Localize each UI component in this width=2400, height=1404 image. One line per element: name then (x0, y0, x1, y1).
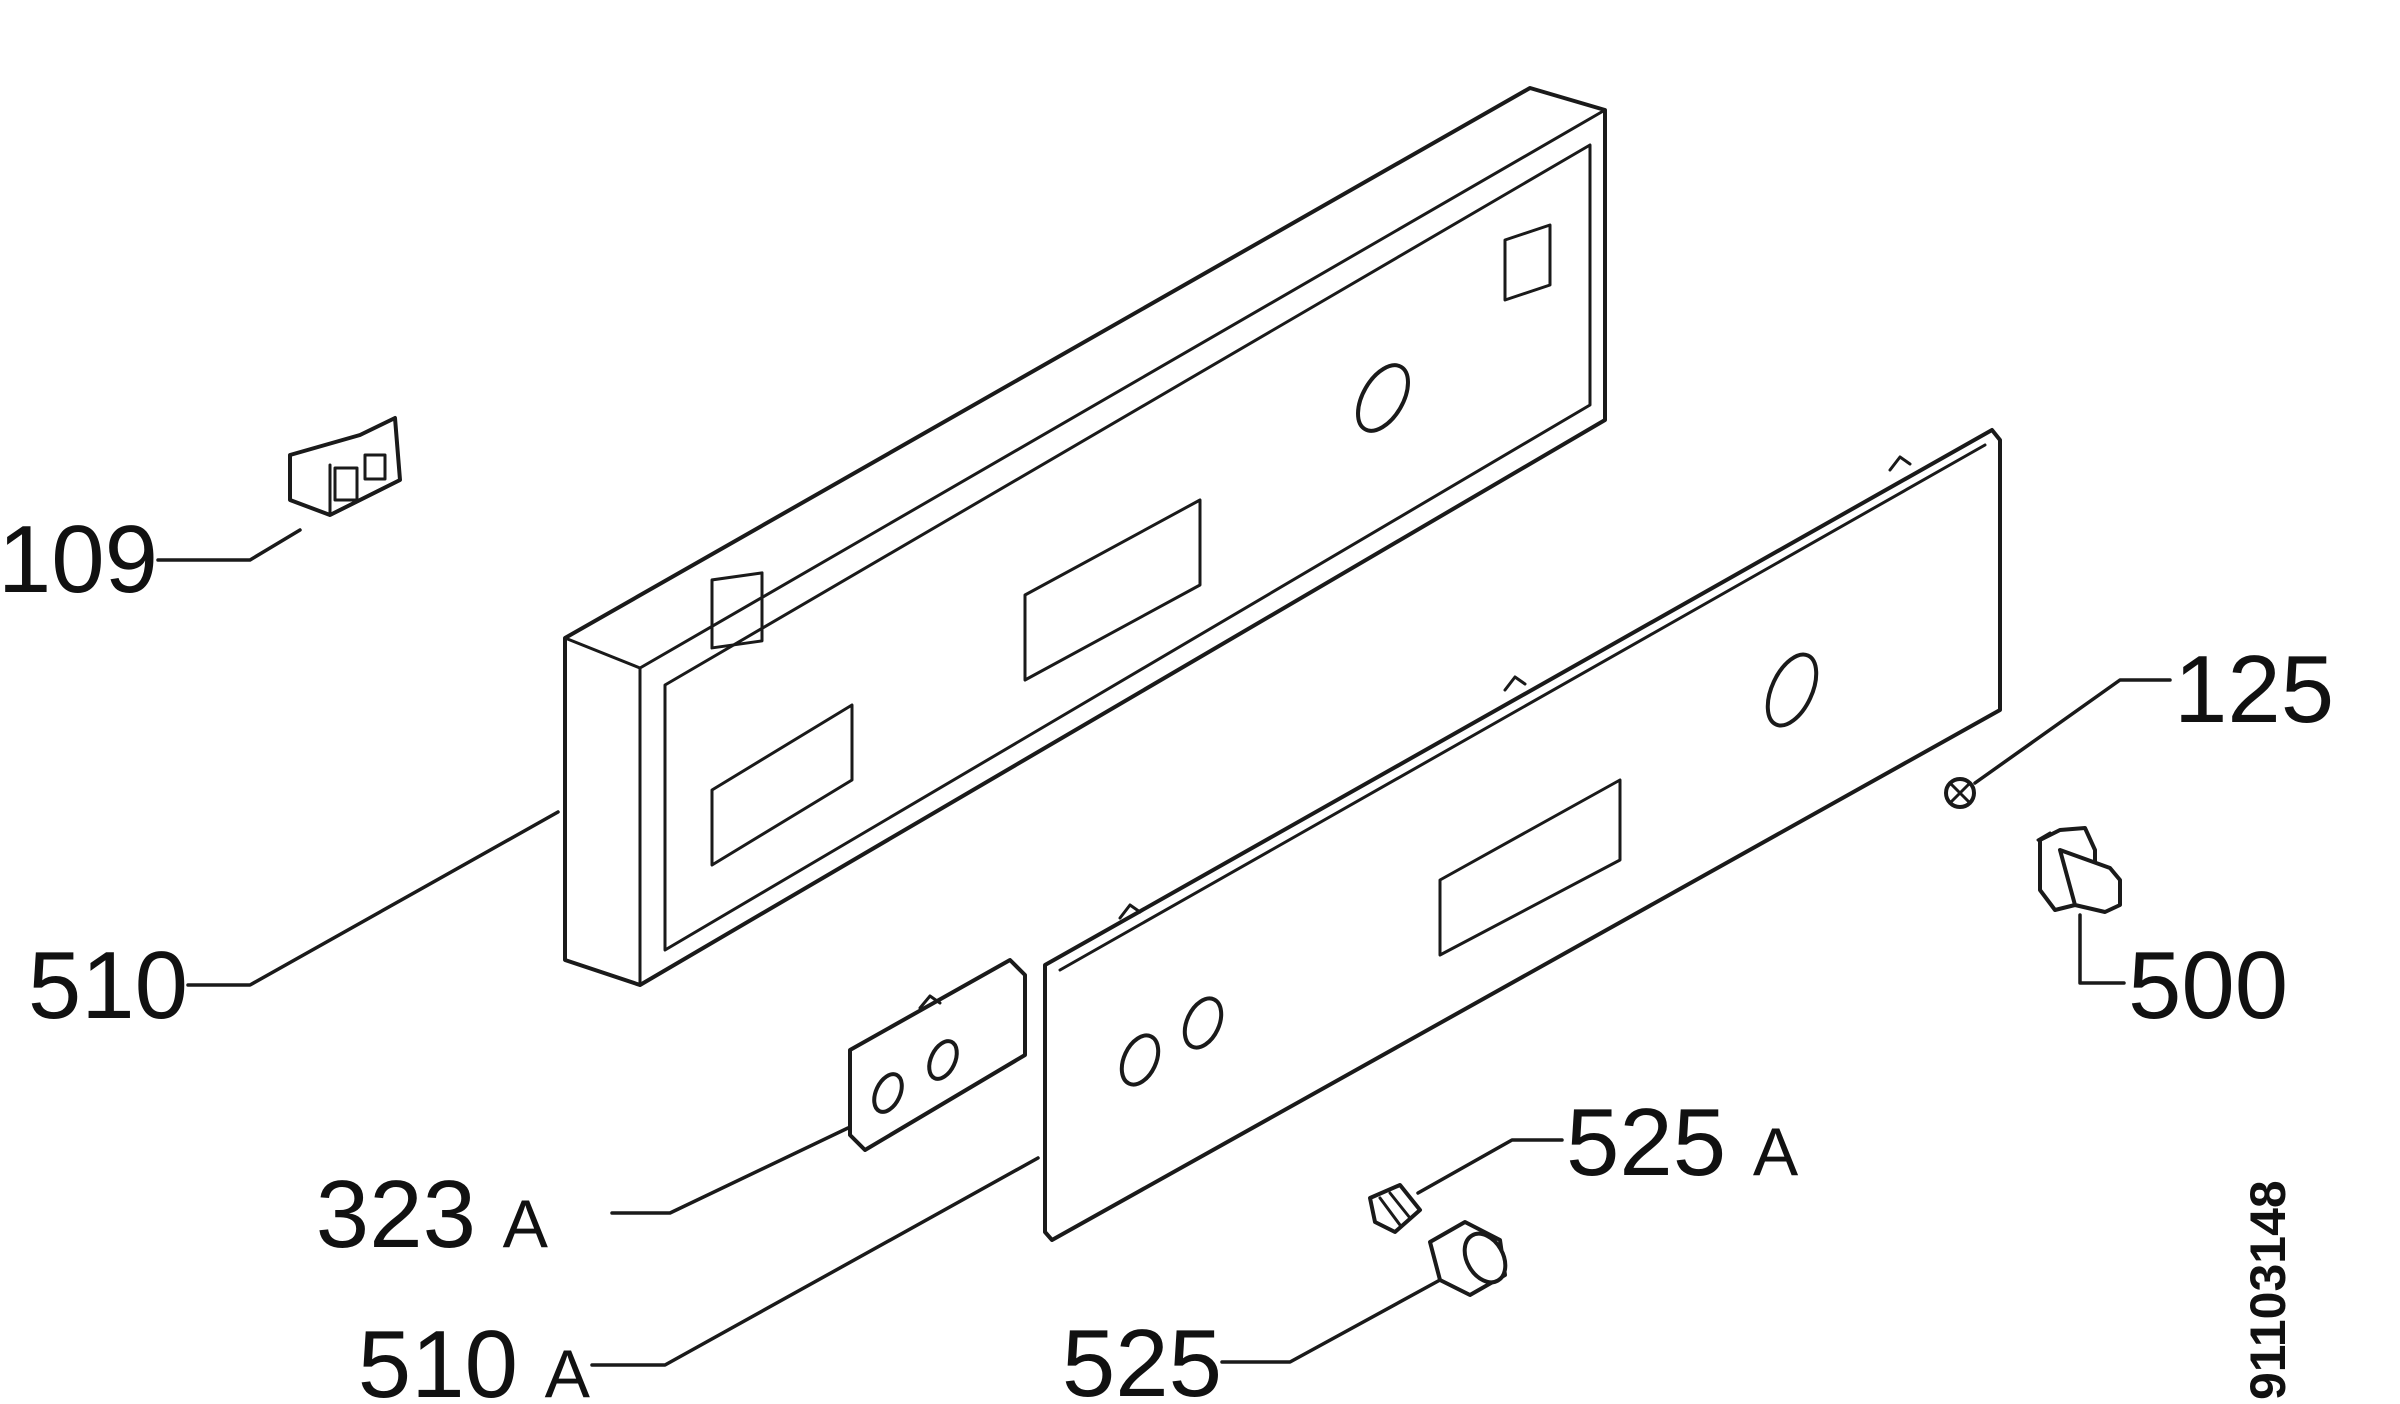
label-125: 125 (2174, 636, 2334, 743)
leader-510 (186, 810, 560, 987)
label-525a: 525 A (1566, 1089, 1799, 1196)
label-323a-number: 323 (316, 1161, 476, 1268)
label-510: 510 (28, 932, 188, 1039)
leader-525 (1220, 1278, 1442, 1364)
leader-500 (2078, 913, 2126, 985)
part-323a-button-panel (848, 958, 1027, 1152)
label-525: 525 (1062, 1310, 1222, 1404)
label-500: 500 (2128, 932, 2288, 1039)
leader-lines (156, 528, 2172, 1367)
label-510a-suffix: A (545, 1336, 591, 1404)
part-525-button-cap (1428, 1220, 1508, 1297)
leader-125 (1973, 678, 2172, 785)
part-125-screw (1944, 777, 1976, 809)
part-500-knob (2036, 826, 2122, 914)
label-510a: 510 A (358, 1311, 591, 1404)
leader-525a (1416, 1138, 1564, 1195)
drawing-number: 91103148 (2240, 1180, 2296, 1400)
label-323a-suffix: A (503, 1186, 549, 1262)
label-525a-number: 525 (1566, 1089, 1726, 1196)
label-525a-suffix: A (1753, 1114, 1799, 1190)
part-510-control-panel-frame (563, 86, 1607, 987)
label-109: 109 (0, 506, 158, 613)
part-510a-front-fascia (1043, 428, 2002, 1242)
leader-323a (610, 1126, 850, 1215)
label-323a: 323 A (316, 1161, 549, 1268)
leader-109 (156, 528, 302, 562)
part-525a-connector (1368, 1183, 1422, 1234)
label-510a-number: 510 (358, 1311, 518, 1404)
leader-510a (590, 1156, 1040, 1367)
part-109-clip (288, 416, 402, 517)
